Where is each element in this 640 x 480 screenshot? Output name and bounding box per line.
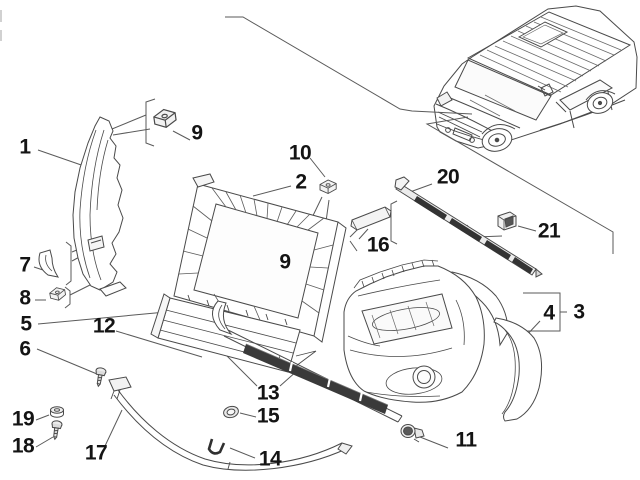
part-14-u-clip [207, 438, 226, 455]
part-label-19[interactable]: 19 [11, 407, 35, 431]
clip-10 [319, 179, 337, 194]
roof-ribs [479, 16, 622, 93]
part-label-1[interactable]: 1 [19, 135, 31, 159]
part-label-18[interactable]: 18 [11, 434, 35, 458]
part-label-14[interactable]: 14 [258, 447, 282, 471]
windshield [454, 59, 552, 121]
trim-strip-dark-segments [414, 196, 533, 274]
part-label-5[interactable]: 5 [20, 312, 32, 336]
part-6-screw [92, 366, 107, 388]
part-13-mesh-strip [243, 343, 389, 414]
clip-8 [48, 285, 67, 302]
part-label-16[interactable]: 16 [366, 233, 390, 257]
part-label-6[interactable]: 6 [19, 337, 31, 361]
part-label-2[interactable]: 2 [295, 170, 307, 194]
part-1-side-panel [72, 116, 127, 297]
part-11-sensor [400, 424, 425, 443]
part-4-flap [442, 271, 543, 422]
frame-hatching [178, 187, 334, 321]
part-label-9-mid[interactable]: 9 [279, 250, 291, 274]
van-illustration [433, 5, 638, 152]
part-20-trim-strip [394, 176, 543, 278]
part-label-17[interactable]: 17 [84, 441, 108, 465]
part-17-lower-beam [108, 376, 353, 471]
part-label-3[interactable]: 3 [573, 300, 585, 324]
fog-lamp [385, 365, 443, 395]
part-3-bumper-corner [343, 259, 485, 403]
part-label-10[interactable]: 10 [288, 141, 312, 165]
part-label-12[interactable]: 12 [92, 314, 116, 338]
part-label-7[interactable]: 7 [19, 253, 31, 277]
part-label-8[interactable]: 8 [19, 286, 31, 310]
part-19-nut [50, 406, 64, 418]
scan-artifacts [0, 10, 2, 41]
part-15-plug [223, 405, 239, 419]
part-label-4[interactable]: 4 [543, 301, 555, 325]
van-wheels [481, 90, 616, 152]
part-18-screw [49, 419, 63, 441]
part-7-bracket [38, 249, 60, 278]
part-5-end-cap [212, 300, 233, 336]
part-2-grille-frame [150, 173, 347, 373]
clip-9-top [152, 107, 178, 130]
part-label-15[interactable]: 15 [256, 404, 280, 428]
part-label-11[interactable]: 11 [455, 428, 477, 452]
part-label-20[interactable]: 20 [436, 165, 460, 189]
part-16-bar [350, 206, 392, 231]
part-label-21[interactable]: 21 [537, 219, 561, 243]
part-21-clip [497, 211, 517, 231]
part-label-9-top[interactable]: 9 [191, 121, 203, 145]
headlight-recess [361, 293, 453, 345]
part-label-13[interactable]: 13 [256, 381, 280, 405]
